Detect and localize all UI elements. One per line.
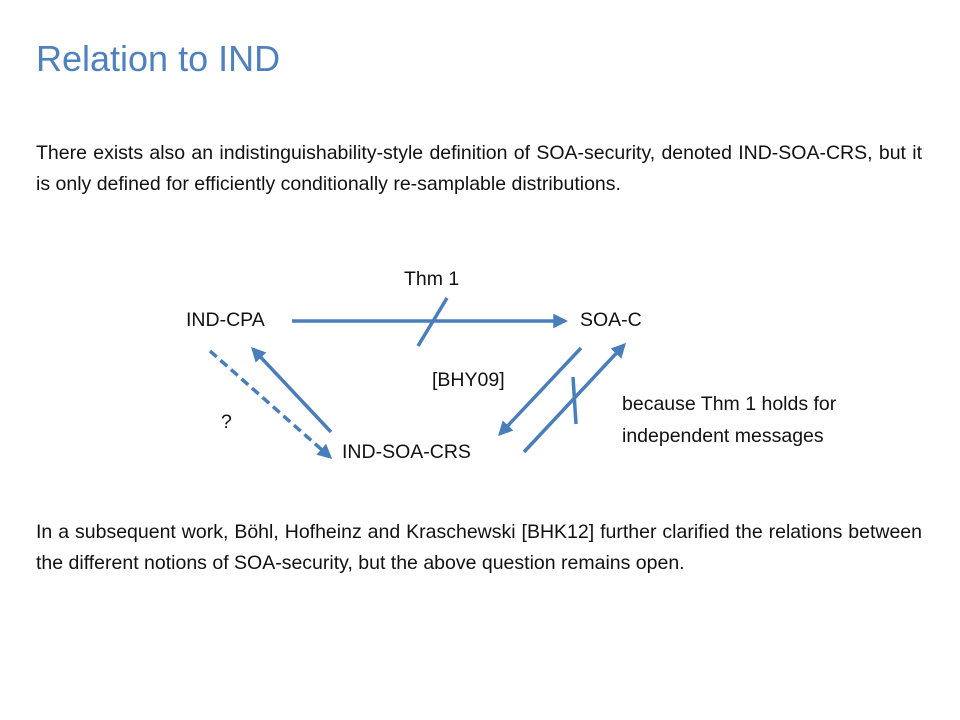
node-ind-soa-crs: IND-SOA-CRS <box>342 441 471 463</box>
intro-paragraph: There exists also an indistinguishabilit… <box>36 142 922 195</box>
slide-title: Relation to IND <box>36 38 281 79</box>
label-bhy09: [BHY09] <box>432 369 505 391</box>
arrow-indcpa-to-indsoacrs-dashed <box>208 349 333 459</box>
node-soa-c: SOA-C <box>580 309 642 331</box>
negation-slash-thm1 <box>416 297 449 347</box>
label-open-question: ? <box>221 411 232 433</box>
label-because-line2: independent messages <box>622 425 824 447</box>
conclusion-paragraph: In a subsequent work, Böhl, Hofheinz and… <box>36 521 922 574</box>
label-because-line1: because Thm 1 holds for <box>622 393 837 415</box>
label-thm1: Thm 1 <box>404 268 460 290</box>
arrow-soac-to-indsoacrs <box>497 346 583 437</box>
arrow-indsoacrs-to-indcpa <box>250 346 333 434</box>
node-ind-cpa: IND-CPA <box>186 309 265 331</box>
negation-slash-independent <box>571 376 578 425</box>
